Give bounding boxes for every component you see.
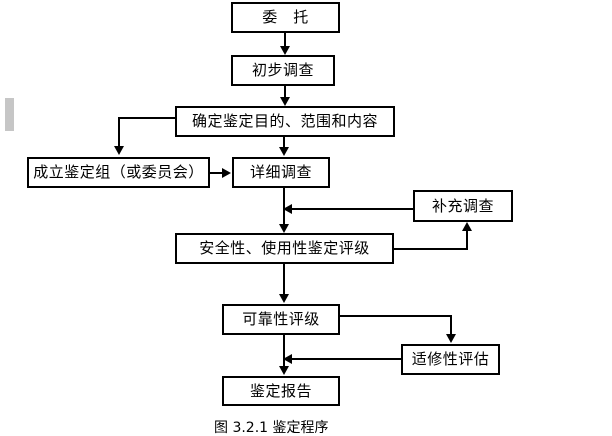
node-form-group[interactable]: 成立鉴定组（或委员会）: [27, 157, 210, 188]
arrowhead-appraisal-report: [279, 366, 289, 375]
connector-reliability-to-repairability-horizontal: [340, 315, 452, 317]
connector-scope-to-group-vertical: [118, 117, 120, 146]
arrowhead-reliability-rating: [279, 294, 289, 303]
arrowhead-detailed-survey-top: [279, 147, 289, 156]
arrowhead-safety-rating: [279, 224, 289, 233]
arrowhead-detailed-survey-left: [222, 168, 231, 178]
connector-scope-to-group-horizontal: [118, 117, 176, 119]
arrowhead-supplementary-feedback: [283, 204, 292, 214]
connector-repairability-to-main: [292, 358, 402, 360]
connector-safety-to-supplementary-vertical: [466, 231, 468, 250]
node-supplementary-survey[interactable]: 补充调查: [413, 190, 513, 222]
node-reliability-rating[interactable]: 可靠性评级: [222, 304, 340, 335]
node-appraisal-report[interactable]: 鉴定报告: [222, 376, 340, 406]
node-detailed-survey[interactable]: 详细调查: [232, 157, 330, 188]
node-safety-usability-rating[interactable]: 安全性、使用性鉴定评级: [175, 233, 394, 264]
arrowhead-preliminary-survey: [280, 46, 290, 55]
connector-entrust-to-preliminary: [284, 33, 286, 48]
connector-scope-to-detailed: [283, 137, 285, 149]
connector-group-to-detailed: [210, 172, 224, 174]
connector-reliability-to-report: [283, 335, 285, 367]
arrowhead-repairability-assessment: [446, 334, 456, 343]
connector-preliminary-to-scope: [284, 86, 286, 98]
node-entrust[interactable]: 委 托: [231, 2, 340, 33]
figure-caption: 图 3.2.1 鉴定程序: [214, 420, 329, 436]
node-determine-scope[interactable]: 确定鉴定目的、范围和内容: [175, 106, 395, 137]
arrowhead-determine-scope: [280, 97, 290, 106]
connector-safety-to-supplementary-horizontal: [394, 248, 468, 250]
connector-safety-to-reliability: [283, 264, 285, 294]
connector-reliability-to-repairability-vertical: [450, 315, 452, 335]
arrowhead-supplementary-survey: [462, 222, 472, 231]
arrowhead-form-group: [114, 146, 124, 155]
node-preliminary-survey[interactable]: 初步调查: [231, 55, 335, 86]
node-repairability-assessment[interactable]: 适修性评估: [401, 344, 500, 375]
arrowhead-repairability-feedback: [283, 354, 292, 364]
margin-mark: [5, 98, 14, 131]
connector-supplementary-to-main: [292, 208, 413, 210]
